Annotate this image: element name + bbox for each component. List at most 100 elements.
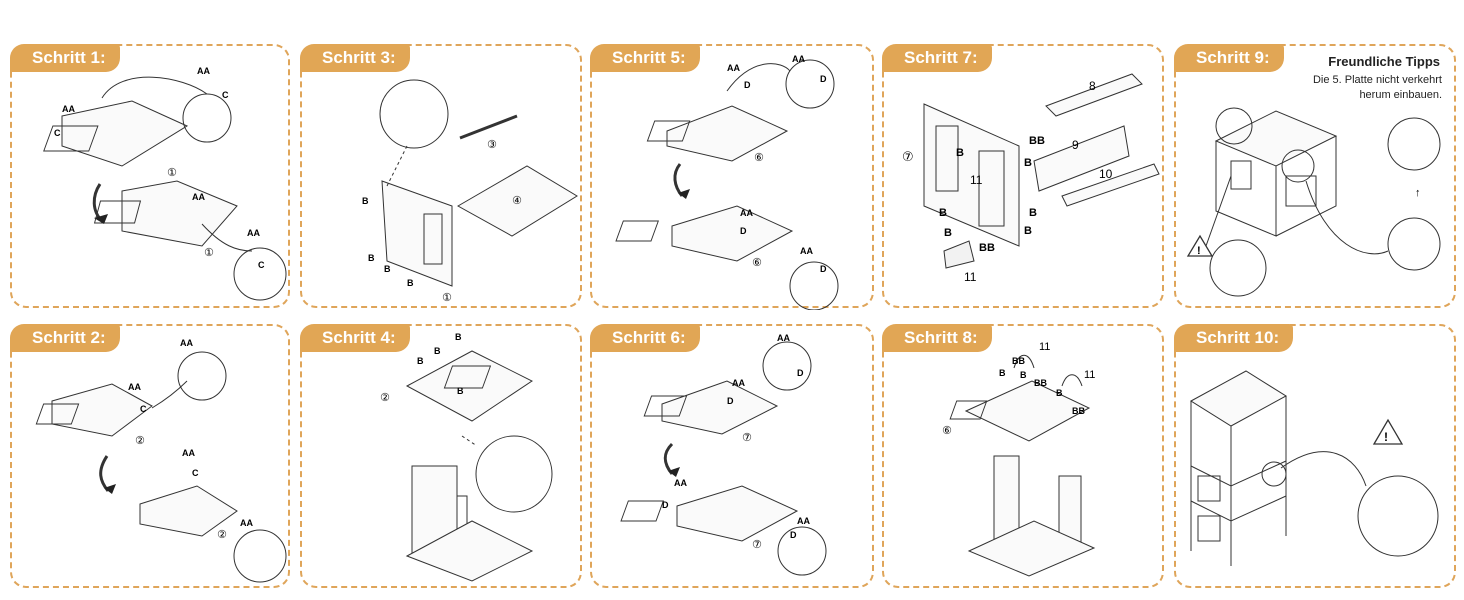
step-1-label: Schritt 1: [10,44,120,72]
step-8-panel: Schritt 8: ⑥ 11 11 B BB B BB B BB [882,324,1164,588]
svg-text:AA: AA [792,54,805,64]
step-3-panel: Schritt 3: ③ ④ ① B B B B [300,44,582,308]
svg-text:B: B [1056,388,1063,398]
svg-text:B: B [944,227,952,239]
svg-text:B: B [407,278,414,288]
step-8-label: Schritt 8: [882,324,992,352]
svg-text:B: B [956,147,964,159]
svg-text:AA: AA [182,448,195,458]
svg-text:!: ! [1384,430,1388,444]
svg-text:B: B [384,264,391,274]
svg-text:D: D [820,74,827,84]
step-9-diagram: ↑ ! [1186,107,1441,297]
svg-text:BB: BB [1029,135,1045,147]
step-4-panel: Schritt 4: ② B B B B [300,324,582,588]
svg-text:②: ② [135,435,145,447]
svg-text:9: 9 [1072,138,1079,152]
step-8-diagram: ⑥ 11 11 B BB B BB B BB [942,341,1095,577]
tips-text-line-1: Die 5. Platte nicht verkehrt [1312,74,1442,86]
step-5-label: Schritt 5: [590,44,700,72]
svg-text:⑦: ⑦ [902,149,914,164]
svg-text:B: B [457,386,464,396]
svg-text:C: C [192,468,199,478]
svg-text:D: D [790,530,797,540]
svg-text:⑦: ⑦ [752,539,762,551]
svg-text:AA: AA [732,378,745,388]
step-1-diagram: ① ① AA AA C C AA AA C [43,66,287,301]
svg-text:AA: AA [727,63,740,73]
svg-text:AA: AA [777,333,790,343]
svg-text:②: ② [217,529,227,541]
step-10-diagram: ! [1190,370,1439,566]
svg-text:C: C [222,90,229,100]
svg-text:11: 11 [964,270,977,284]
svg-text:B: B [1020,370,1027,380]
svg-text:BB: BB [1012,356,1025,366]
svg-text:C: C [54,128,61,138]
svg-text:②: ② [380,392,390,404]
svg-text:AA: AA [740,208,753,218]
step-7-panel: Schritt 7: ⑦ 8 9 10 11 11 B BB B B B B B… [882,44,1164,308]
svg-text:B: B [417,356,424,366]
step-4-label: Schritt 4: [300,324,410,352]
step-6-panel: Schritt 6: ⑦ ⑦ AA D AA D AA D AA D [590,324,874,588]
svg-text:D: D [744,80,751,90]
svg-text:BB: BB [979,242,995,254]
svg-text:11: 11 [970,173,983,187]
svg-text:⑥: ⑥ [754,152,764,164]
warning-icon: ! [1186,234,1214,257]
svg-text:D: D [740,226,747,236]
svg-text:AA: AA [674,478,687,488]
step-10-label: Schritt 10: [1174,324,1294,352]
svg-text:B: B [1029,207,1037,219]
svg-text:B: B [434,346,441,356]
svg-text:AA: AA [800,246,813,256]
svg-text:B: B [999,368,1006,378]
svg-text:D: D [820,264,827,274]
step-10-panel: Schritt 10: ! [1174,324,1456,588]
up-arrow-icon: ↑ [1415,187,1421,199]
tips-title: Freundliche Tipps [1328,54,1440,69]
step-2-diagram: ② ② AA AA C AA C AA [35,338,287,583]
svg-text:10: 10 [1099,167,1113,181]
svg-text:AA: AA [797,516,810,526]
svg-text:③: ③ [487,139,497,151]
tips-text-line-2: herum einbauen. [1359,89,1442,101]
svg-text:BB: BB [1034,378,1047,388]
svg-text:11: 11 [1039,341,1050,353]
svg-text:B: B [1024,225,1032,237]
step-9-panel: Schritt 9: Freundliche Tipps Die 5. Plat… [1174,44,1456,308]
step-6-diagram: ⑦ ⑦ AA D AA D AA D AA D [620,333,827,576]
step-3-diagram: ③ ④ ① B B B B [362,79,578,304]
svg-text:AA: AA [197,66,210,76]
svg-text:AA: AA [247,228,260,238]
step-1-panel: Schritt 1: ① ① AA AA C C AA AA C [10,44,290,308]
svg-text:⑦: ⑦ [742,432,752,444]
step-3-label: Schritt 3: [300,44,410,72]
svg-text:⑥: ⑥ [752,257,762,269]
svg-text:AA: AA [192,192,205,202]
svg-text:AA: AA [128,382,141,392]
svg-text:B: B [939,207,947,219]
svg-text:④: ④ [512,195,522,207]
svg-text:BB: BB [1072,406,1085,416]
tips-text: Die 5. Platte nicht verkehrt herum einba… [1242,73,1442,103]
step-2-label: Schritt 2: [10,324,120,352]
svg-text:!: ! [1197,245,1201,257]
svg-text:AA: AA [240,518,253,528]
svg-text:AA: AA [180,338,193,348]
step-5-diagram: ⑥ ⑥ AA D AA D AA D AA D [615,54,839,310]
svg-text:11: 11 [1084,369,1095,381]
svg-text:B: B [368,253,375,263]
step-7-label: Schritt 7: [882,44,992,72]
svg-text:①: ① [204,247,214,259]
warning-icon: ! [1372,418,1404,445]
step-9-label: Schritt 9: [1174,44,1284,72]
svg-text:8: 8 [1089,79,1096,93]
svg-text:D: D [662,500,669,510]
svg-text:D: D [727,396,734,406]
step-7-diagram: ⑦ 8 9 10 11 11 B BB B B B B B BB [902,73,1160,284]
svg-text:B: B [1024,157,1032,169]
step-4-diagram: ② B B B B [380,332,553,582]
svg-text:C: C [258,260,265,270]
